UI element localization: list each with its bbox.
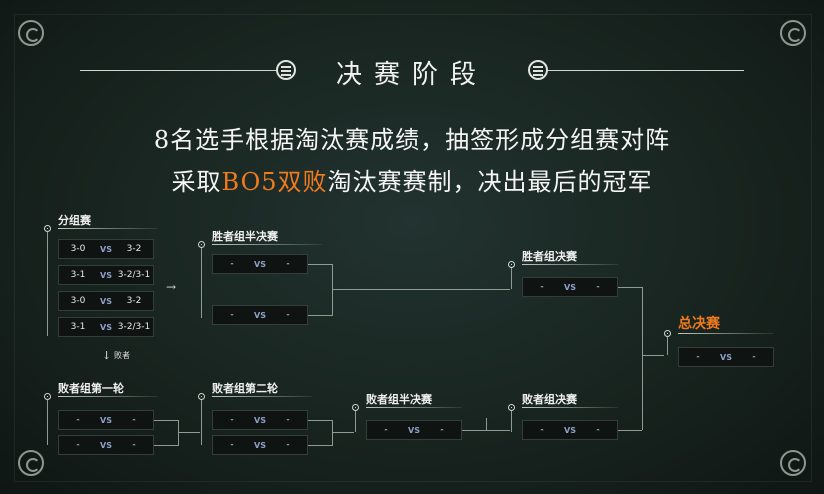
loser-label: 败者 [114, 351, 130, 360]
connector [667, 337, 668, 355]
format-highlight: BO5双败 [221, 168, 328, 196]
section-dot-icon [352, 404, 359, 411]
winners-final-title: 胜者组决赛 [522, 250, 577, 263]
losers-r2-title: 败者组第二轮 [212, 382, 278, 395]
section-underline [58, 396, 158, 397]
losers-r2-match-2: -VS- [212, 435, 308, 455]
winners-semi-match-2: -VS- [212, 305, 308, 325]
connector [332, 420, 333, 446]
winners-final-match: -VS- [522, 277, 618, 297]
connector [462, 430, 510, 431]
connector [332, 289, 510, 290]
connector [332, 264, 333, 316]
connector [308, 445, 332, 446]
loser-arrow-icon: ↓ [102, 349, 112, 362]
connector [178, 432, 200, 433]
title-divider-right [548, 70, 744, 71]
subtitle-line-1: 8名选手根据淘汰赛成绩，抽签形成分组赛对阵 [153, 126, 671, 154]
winners-semi-match-1: -VS- [212, 254, 308, 274]
connector [642, 287, 643, 430]
title-ornament-icon [528, 60, 548, 80]
connector [308, 315, 332, 316]
page-title: 决赛阶段 [335, 60, 488, 90]
losers-r1-title: 败者组第一轮 [58, 382, 124, 395]
group-connector [47, 232, 48, 336]
connector [154, 445, 178, 446]
connector [47, 400, 48, 445]
advance-arrow-icon: → [166, 280, 177, 294]
section-dot-icon [664, 330, 671, 337]
winners-semis-connector [201, 248, 202, 318]
connector [332, 432, 354, 433]
section-underline [366, 407, 462, 408]
winners-semis-title: 胜者组半决赛 [212, 230, 278, 243]
corner-ornament-icon [18, 450, 44, 476]
page-frame [14, 14, 812, 482]
section-underline [522, 264, 618, 265]
connector [355, 411, 356, 432]
connector [642, 355, 664, 356]
section-underline [522, 407, 618, 408]
section-dot-icon [508, 404, 515, 411]
connector [154, 420, 178, 421]
section-underline [678, 333, 774, 334]
subtitle-line-2: 采取BO5双败淘汰赛赛制，决出最后的冠军 [171, 168, 653, 196]
connector [308, 264, 332, 265]
losers-semi-title: 败者组半决赛 [366, 393, 432, 406]
group-stage-title: 分组赛 [58, 214, 91, 227]
section-dot-icon [198, 393, 205, 400]
connector [511, 411, 512, 432]
corner-ornament-icon [780, 20, 806, 46]
connector [486, 418, 487, 430]
connector [618, 430, 642, 431]
connector [308, 420, 332, 421]
corner-ornament-icon [780, 450, 806, 476]
corner-ornament-icon [18, 20, 44, 46]
grand-final-title: 总决赛 [678, 316, 720, 332]
section-underline [212, 396, 312, 397]
title-ornament-icon [276, 60, 296, 80]
losers-r1-match-2: -VS- [58, 435, 154, 455]
grand-final-match: -VS- [678, 347, 774, 367]
losers-semi-match: -VS- [366, 420, 462, 440]
losers-r2-match-1: -VS- [212, 410, 308, 430]
losers-final-match: -VS- [522, 420, 618, 440]
connector [178, 420, 179, 446]
losers-r1-match-1: -VS- [58, 410, 154, 430]
losers-final-title: 败者组决赛 [522, 393, 577, 406]
section-dot-icon [508, 261, 515, 268]
title-divider-left [80, 70, 276, 71]
connector [201, 400, 202, 445]
section-dot-icon [44, 225, 51, 232]
connector [511, 268, 512, 289]
section-dot-icon [44, 393, 51, 400]
section-dot-icon [198, 241, 205, 248]
section-underline [58, 228, 158, 229]
section-underline [212, 244, 322, 245]
connector [618, 287, 642, 288]
